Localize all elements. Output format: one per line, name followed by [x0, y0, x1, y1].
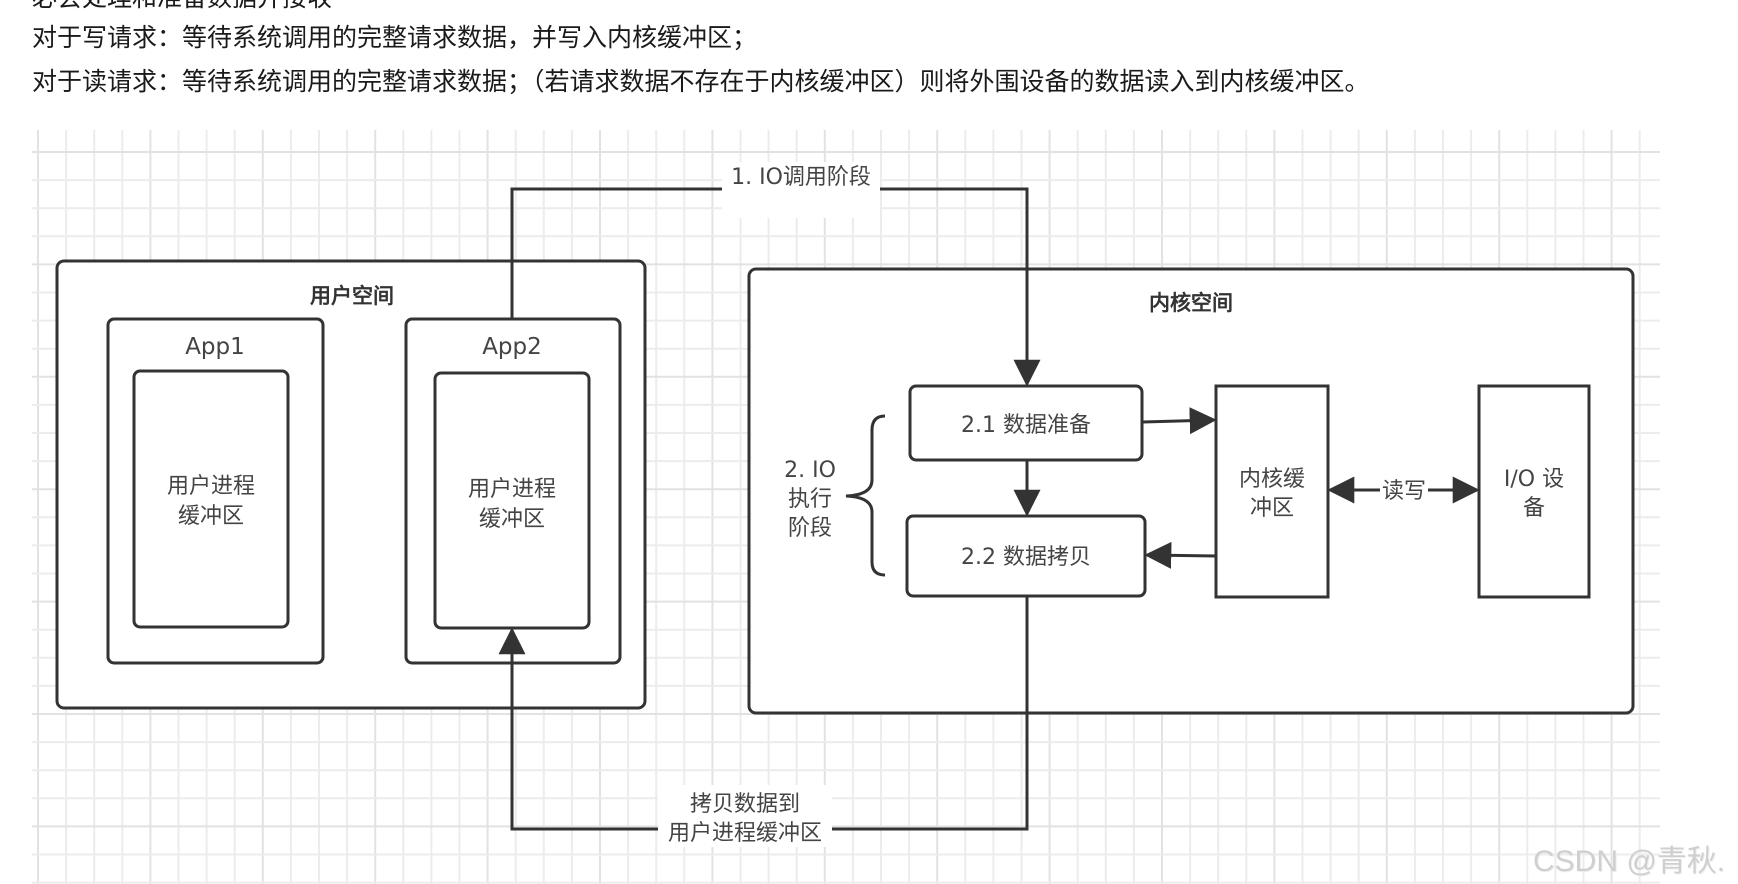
stage2-label-3: 阶段 [788, 516, 832, 541]
paragraph-write-request: 对于写请求：等待系统调用的完整请求数据，并写入内核缓冲区； [32, 23, 758, 52]
io-device-label-2: 备 [1523, 496, 1545, 521]
kernel-space-title: 内核空间 [1149, 291, 1233, 315]
app1-buffer-label-1: 用户进程 [167, 474, 255, 499]
read-write-label: 读写 [1382, 479, 1426, 504]
kernel-buffer-label-1: 内核缓 [1239, 467, 1305, 492]
app2-buffer-label-1: 用户进程 [468, 477, 556, 502]
stage2-label-2: 执行 [788, 487, 832, 512]
stage2-label-1: 2. IO [784, 458, 836, 483]
kernel-space-box [747, 267, 1635, 715]
clipped-paragraph-line: 必会处理和准备数据并接收 [32, 0, 332, 14]
app2-label: App2 [482, 334, 542, 360]
app1-buffer-label-2: 缓冲区 [178, 504, 244, 529]
watermark: CSDN @青秋. [1533, 845, 1726, 878]
io-call-label: 1. IO调用阶段 [731, 165, 871, 190]
io-device-box [1477, 384, 1591, 599]
kernel-buffer-box [1214, 384, 1330, 599]
user-space-title: 用户空间 [310, 284, 394, 308]
io-device-label-1: I/O 设 [1504, 467, 1564, 492]
app1-label: App1 [185, 334, 245, 360]
copy-back-label-bg [658, 785, 832, 847]
step-data-copy-label: 2.2 数据拷贝 [961, 545, 1091, 570]
step-data-prepare-label: 2.1 数据准备 [961, 413, 1091, 438]
app1-buffer-box [132, 369, 290, 629]
app2-buffer-label-2: 缓冲区 [479, 507, 545, 532]
kernel-buffer-label-2: 冲区 [1250, 496, 1294, 521]
arrow-kernel-buffer-to-copy [1144, 541, 1217, 569]
paragraph-read-request: 对于读请求：等待系统调用的完整请求数据；（若请求数据不存在于内核缓冲区）则将外围… [32, 67, 1370, 96]
copy-back-label-1: 拷贝数据到 [690, 792, 800, 817]
io-call-label-bg [722, 162, 880, 218]
copy-back-label-2: 用户进程缓冲区 [668, 821, 822, 846]
stage2-brace [845, 414, 886, 577]
arrow-prepare-to-kernel-buffer [1141, 407, 1217, 435]
